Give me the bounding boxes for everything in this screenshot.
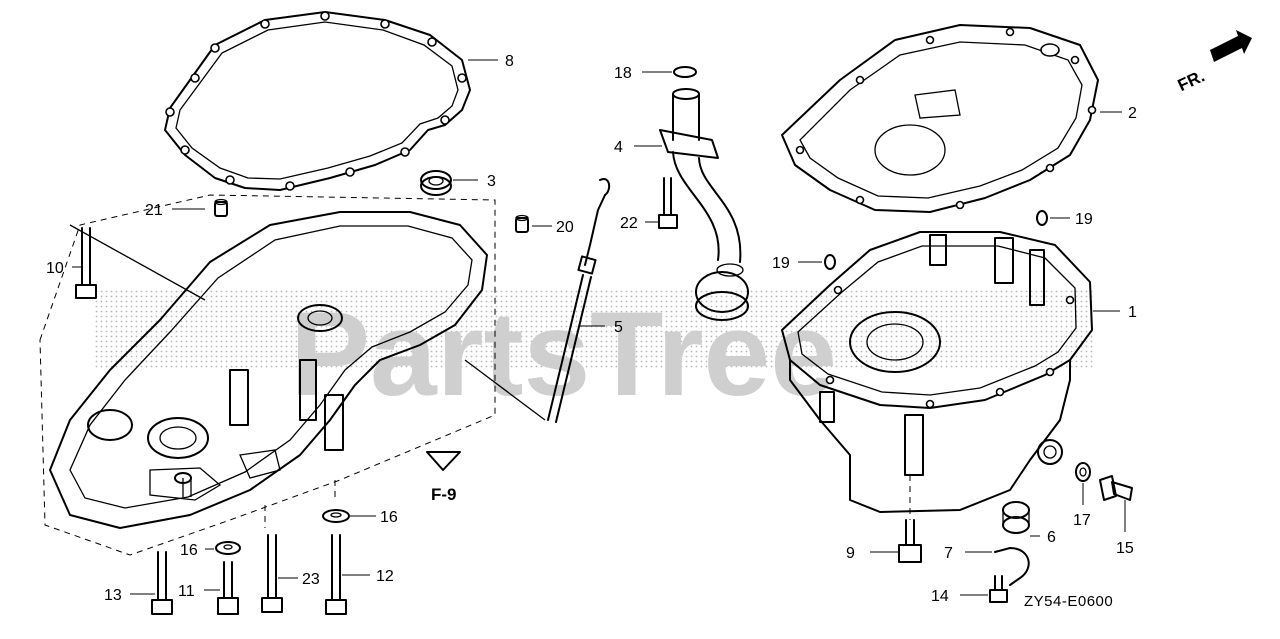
watermark-band xyxy=(95,290,1095,370)
clip-7[interactable] xyxy=(994,547,1030,586)
callout-16-left: 16 xyxy=(180,542,198,559)
dowel-pin-21[interactable] xyxy=(214,198,228,217)
front-direction-arrow xyxy=(1210,30,1252,62)
callout-19-lower: 19 xyxy=(772,255,790,272)
callout-19-upper: 19 xyxy=(1075,211,1093,228)
callout-20: 20 xyxy=(556,219,574,236)
callout-17: 17 xyxy=(1073,512,1091,529)
washer-16-left[interactable] xyxy=(215,541,241,555)
callout-7: 7 xyxy=(944,545,953,562)
callout-10: 10 xyxy=(46,260,64,277)
callout-12: 12 xyxy=(376,568,394,585)
callout-8: 8 xyxy=(505,53,514,70)
drain-plug-6[interactable] xyxy=(1002,501,1030,534)
callout-11: 11 xyxy=(178,583,195,600)
callout-6: 6 xyxy=(1047,529,1056,546)
bolt-12[interactable] xyxy=(325,534,347,615)
oil-filler-pipe-4[interactable] xyxy=(659,88,749,321)
bolt-22[interactable] xyxy=(658,177,678,229)
callout-2: 2 xyxy=(1128,105,1137,122)
callout-14: 14 xyxy=(931,588,949,605)
washer-17[interactable] xyxy=(1075,462,1091,482)
o-ring-18[interactable] xyxy=(673,66,697,78)
callout-18: 18 xyxy=(614,65,632,82)
bolt-13[interactable] xyxy=(151,551,173,615)
dowel-19-upper[interactable] xyxy=(1036,210,1048,226)
callout-1: 1 xyxy=(1128,304,1137,321)
callout-21: 21 xyxy=(145,202,163,219)
callout-4: 4 xyxy=(614,139,623,156)
callout-23: 23 xyxy=(302,571,320,588)
oil-seal-3[interactable] xyxy=(420,170,452,196)
callout-15: 15 xyxy=(1116,540,1134,557)
callout-22: 22 xyxy=(620,215,638,232)
diagram-code: ZY54-E0600 xyxy=(1024,593,1113,610)
bolt-23[interactable] xyxy=(261,534,283,613)
dipstick-5[interactable] xyxy=(547,178,611,423)
callout-5: 5 xyxy=(614,319,623,336)
view-reference-arrow xyxy=(426,451,461,471)
callout-9: 9 xyxy=(846,545,855,562)
oil-pan-gasket-2[interactable] xyxy=(781,24,1099,213)
drain-bolt-15[interactable] xyxy=(1099,475,1133,501)
mount-case xyxy=(39,194,546,556)
callout-16-right: 16 xyxy=(380,509,398,526)
bolt-11[interactable] xyxy=(217,561,239,615)
dowel-19-lower[interactable] xyxy=(824,254,836,270)
dowel-pin-20[interactable] xyxy=(515,214,529,233)
washer-16-right[interactable] xyxy=(322,509,350,523)
bolt-14[interactable] xyxy=(989,575,1008,603)
callout-13: 13 xyxy=(104,587,122,604)
bolt-9[interactable] xyxy=(898,519,922,563)
gasket-8[interactable] xyxy=(164,11,471,191)
direction-label: FR. xyxy=(1175,66,1208,95)
oil-pan-1[interactable] xyxy=(781,231,1093,513)
view-reference-label: F-9 xyxy=(431,485,457,504)
bolt-10[interactable] xyxy=(75,227,97,299)
callout-3: 3 xyxy=(487,173,496,190)
